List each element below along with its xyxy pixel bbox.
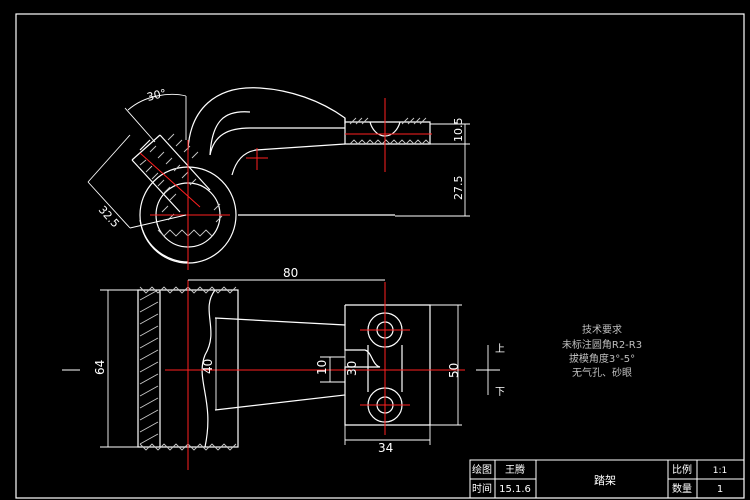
tb-scale-value: 1:1 xyxy=(713,466,727,476)
dim-thickness-105: 10.5 xyxy=(452,118,465,143)
dim-height-64: 64 xyxy=(93,360,107,375)
dim-height-30: 30 xyxy=(345,361,359,376)
top-view-hatch xyxy=(139,117,431,237)
dim-height-50: 50 xyxy=(447,363,461,378)
view-label-down: 下 xyxy=(495,387,505,398)
top-view-dims xyxy=(87,93,470,229)
dim-height-10: 10 xyxy=(315,360,329,375)
tb-part-name: 踏架 xyxy=(594,473,616,487)
front-view-centerlines xyxy=(165,280,465,470)
tb-scale-label: 比例 xyxy=(672,463,692,476)
dim-height-275: 27.5 xyxy=(452,176,465,201)
tb-drawn-name: 王腾 xyxy=(505,463,525,476)
drawing-frame xyxy=(15,13,745,499)
notes-title: 技术要求 xyxy=(582,323,622,336)
title-block: 绘图 王腾 时间 15.1.6 踏架 比例 1:1 数量 1 xyxy=(469,459,745,499)
view-label-up: 上 xyxy=(495,343,505,355)
dim-height-40: 40 xyxy=(201,359,215,374)
dim-width-80: 80 xyxy=(283,266,298,280)
tb-qty-value: 1 xyxy=(717,484,723,495)
dim-angle-30: 30° xyxy=(146,87,168,104)
notes-line-3: 无气孔、砂眼 xyxy=(572,366,632,379)
notes-line-2: 拔模角度3°-5° xyxy=(569,352,635,365)
tb-drawn-label: 绘图 xyxy=(472,463,492,476)
notes-line-1: 未标注圆角R2-R3 xyxy=(562,338,642,351)
front-view-dims xyxy=(100,279,462,448)
top-view-centerlines xyxy=(139,98,432,270)
tb-date-value: 15.1.6 xyxy=(499,484,531,495)
view-direction-marker xyxy=(476,345,500,395)
tb-date-label: 时间 xyxy=(472,482,492,495)
dim-width-34: 34 xyxy=(378,441,393,455)
tb-qty-label: 数量 xyxy=(672,482,692,495)
